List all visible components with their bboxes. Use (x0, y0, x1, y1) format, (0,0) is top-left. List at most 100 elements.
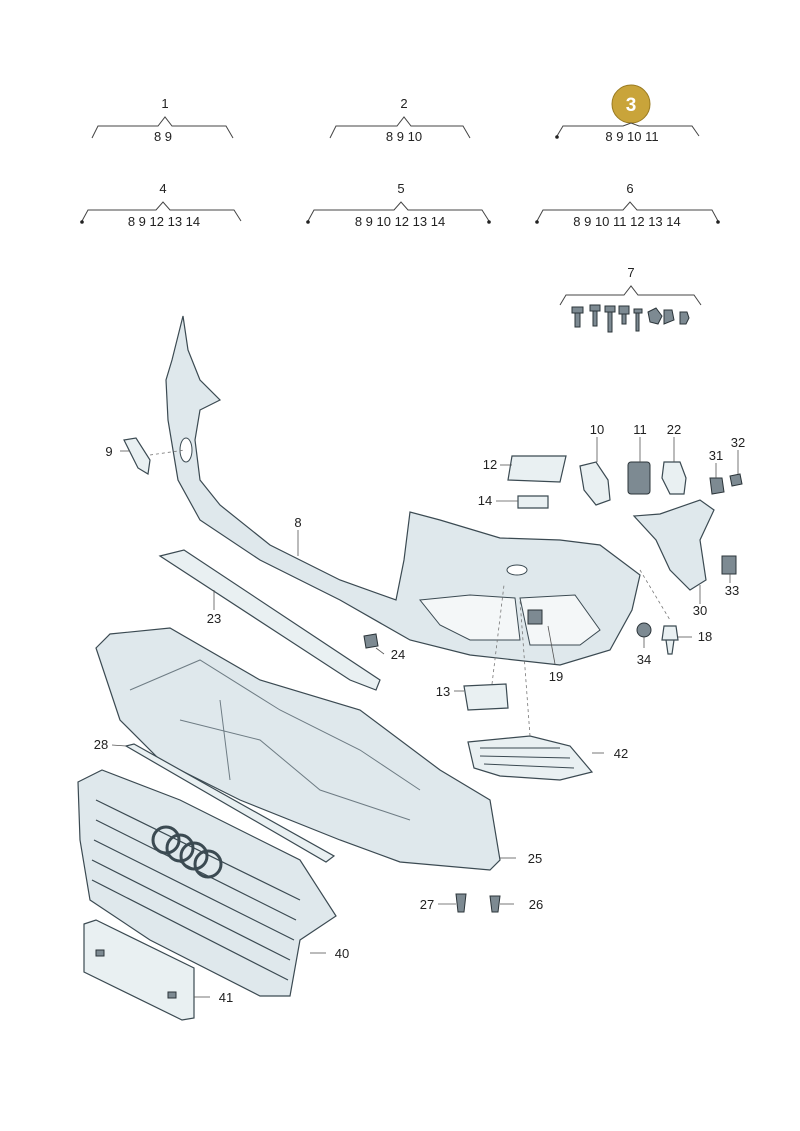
bracket-dot (535, 220, 539, 224)
callout-25: 25 (528, 851, 542, 866)
variant-number: 4 (159, 181, 166, 196)
variant-bracket (307, 201, 490, 222)
callout-34: 34 (637, 652, 651, 667)
part-30[interactable]: 30 (632, 499, 715, 618)
callout-26: 26 (529, 897, 543, 912)
variant-group-4[interactable]: 4 8 9 12 13 14 (80, 181, 242, 229)
part-22-shape (661, 461, 687, 495)
callout-31: 31 (709, 448, 723, 463)
callout-28: 28 (94, 737, 108, 752)
part-42-shape (467, 735, 594, 781)
bracket-dot (80, 220, 84, 224)
variant-bracket (81, 201, 242, 222)
variant-bracket (329, 116, 471, 139)
screw-icons (571, 304, 690, 333)
part-14[interactable]: 14 (478, 493, 549, 509)
callout-14: 14 (478, 493, 492, 508)
part-12[interactable]: 12 (483, 455, 567, 483)
dash-13 (491, 584, 505, 685)
variant-items: 8 9 (154, 129, 172, 144)
variant-items: 8 9 10 (386, 129, 422, 144)
part-19[interactable]: 19 (527, 609, 563, 684)
part-25-ribs (129, 659, 421, 821)
part-33-shape (721, 555, 737, 575)
part-9-shape (123, 437, 151, 475)
variant-group-3[interactable]: 3 8 9 10 11 (555, 84, 700, 144)
part-11[interactable]: 11 (627, 422, 651, 495)
callout-23: 23 (207, 611, 221, 626)
bumper-body (165, 315, 641, 666)
part-41-shape (83, 919, 195, 1021)
callout-11: 11 (633, 422, 647, 437)
callout-41: 41 (219, 990, 233, 1005)
part-13-shape (463, 683, 509, 711)
callout-18: 18 (698, 629, 712, 644)
variant-group-1[interactable]: 1 8 9 (91, 96, 234, 144)
part-31[interactable]: 31 (709, 448, 725, 495)
kit-bracket (559, 285, 702, 306)
leader-24 (375, 647, 385, 655)
part-28[interactable]: 28 (94, 737, 336, 863)
variant-group-5[interactable]: 5 8 9 10 12 13 14 (306, 181, 491, 229)
part-18-shape (661, 625, 679, 655)
screw-kit-7[interactable]: 7 (559, 265, 702, 333)
four-rings-emblem (151, 825, 223, 879)
part-27[interactable]: 27 (420, 893, 467, 913)
variant-number: 2 (400, 96, 407, 111)
dash-18 (639, 569, 671, 621)
part-9[interactable]: 9 (105, 437, 186, 475)
part-33[interactable]: 33 (721, 555, 739, 598)
variant-number: 5 (397, 181, 404, 196)
bracket-dot (716, 220, 720, 224)
part-31-shape (709, 477, 725, 495)
part-40[interactable]: 40 (77, 769, 349, 997)
leader-19 (547, 625, 556, 665)
bracket-dot (555, 135, 559, 139)
callout-8: 8 (294, 515, 301, 530)
callout-42: 42 (614, 746, 628, 761)
part-41-clip (167, 991, 177, 999)
variant-group-6[interactable]: 6 8 9 10 11 12 13 14 (535, 181, 720, 229)
fog-opening-left (419, 594, 521, 641)
part-41-clip (95, 949, 105, 957)
part-10[interactable]: 10 (579, 422, 611, 506)
callout-19: 19 (549, 669, 563, 684)
callout-9: 9 (105, 444, 112, 459)
variant-group-2[interactable]: 2 8 9 10 (329, 96, 471, 144)
part-32[interactable]: 32 (729, 435, 745, 487)
part-13[interactable]: 13 (436, 584, 509, 711)
part-25[interactable]: 25 (95, 627, 542, 871)
part-18[interactable]: 18 (639, 569, 712, 655)
part-34-shape (636, 622, 652, 638)
variant-items: 8 9 10 11 (605, 129, 658, 144)
variant-items: 8 9 10 12 13 14 (355, 214, 445, 229)
variant-bracket (536, 201, 719, 222)
callout-32: 32 (731, 435, 745, 450)
part-40-frame (77, 769, 337, 997)
bumper-cover[interactable]: 8 (165, 315, 641, 666)
part-22[interactable]: 22 (661, 422, 687, 495)
callout-27: 27 (420, 897, 434, 912)
bracket-dot (487, 220, 491, 224)
part-26[interactable]: 26 (489, 895, 543, 913)
part-12-shape (507, 455, 567, 483)
variant-items: 8 9 10 11 12 13 14 (573, 214, 680, 229)
part-24[interactable]: 24 (363, 633, 405, 662)
part-41[interactable]: 41 (83, 919, 233, 1021)
part-28-shape (124, 743, 336, 863)
part-34[interactable]: 34 (636, 622, 652, 667)
part-42-slats (479, 747, 575, 769)
sensor-hole (506, 564, 528, 576)
callout-13: 13 (436, 684, 450, 699)
part-27-shape (455, 893, 467, 913)
washer-opening (179, 437, 193, 463)
bracket-dot (306, 220, 310, 224)
callout-30: 30 (693, 603, 707, 618)
part-42[interactable]: 42 (467, 599, 628, 781)
leader-28 (111, 744, 127, 747)
part-24-shape (363, 633, 379, 649)
part-23[interactable]: 23 (158, 549, 381, 691)
part-19-shape (527, 609, 543, 625)
variant-items: 8 9 12 13 14 (128, 214, 200, 229)
